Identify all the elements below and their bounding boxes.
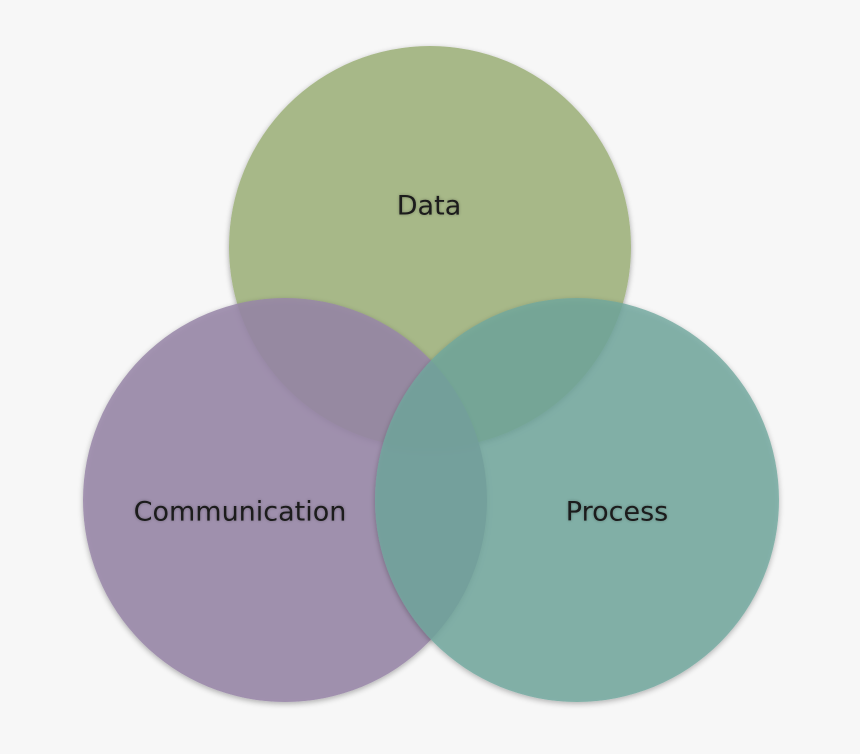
process-circle xyxy=(375,298,779,702)
process-label: Process xyxy=(566,497,668,528)
communication-circle xyxy=(83,298,487,702)
data-label: Data xyxy=(397,191,461,222)
communication-label: Communication xyxy=(134,497,347,528)
